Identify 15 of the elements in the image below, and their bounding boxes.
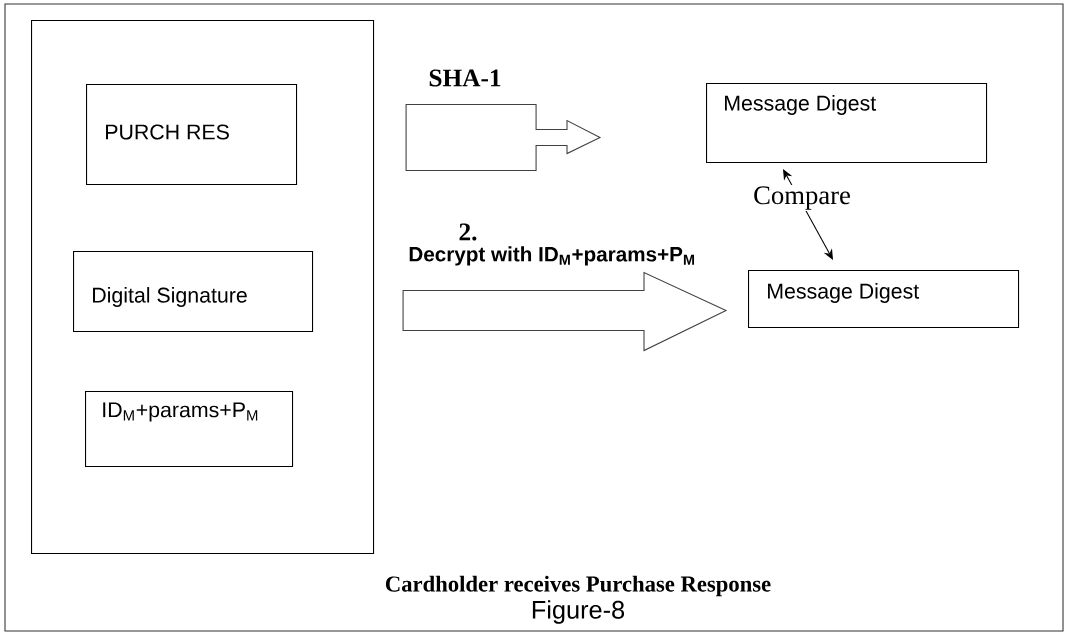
block-arrow [405,104,602,172]
process-box: Digital Signature [73,251,314,333]
double-arrow [783,169,833,260]
group-box [31,20,375,555]
step-number: 2. [459,223,477,241]
process-box: Message Digest [706,83,988,164]
process-box: ID$_{M}$+params+P$_{M}$ [85,391,294,468]
caption: Cardholder receives Purchase Response [385,575,771,597]
process-box: Message Digest [748,270,1020,329]
edge-label: Decrypt with ID$_{M}$+params+P$_{M}$ [407,245,697,267]
edge-label: Compare [751,185,853,211]
process-box: PURCH RES [86,84,298,186]
block-arrow [402,271,728,352]
edge-label: SHA-1 [427,68,503,88]
figure-number: Figure-8 [532,600,625,624]
